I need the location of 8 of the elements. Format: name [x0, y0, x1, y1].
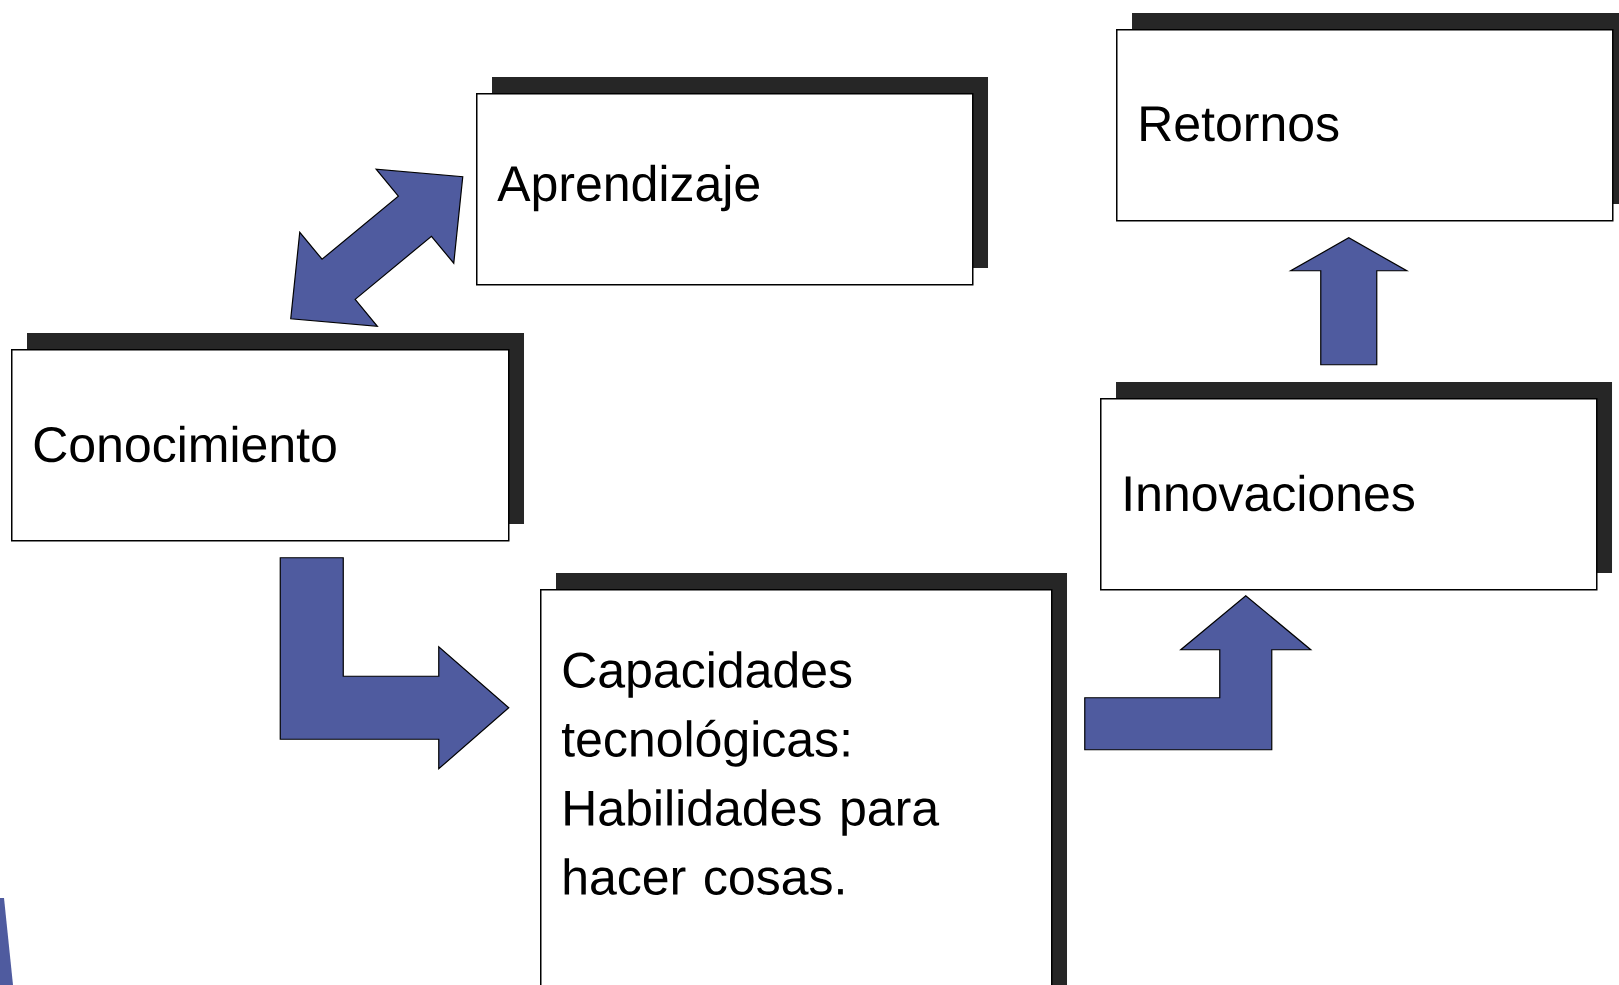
text-box: Conocimiento — [11, 333, 524, 542]
text-box: Innovaciones — [1100, 382, 1612, 591]
block-arrow — [1288, 237, 1410, 366]
text-box: Retornos — [1116, 13, 1619, 222]
block-arrow — [279, 557, 510, 771]
block-arrow — [1084, 594, 1313, 751]
text-box: Aprendizaje — [476, 77, 988, 286]
text-box: Capacidades tecnológicas: Habilidades para hacer cosas. — [540, 573, 1067, 985]
